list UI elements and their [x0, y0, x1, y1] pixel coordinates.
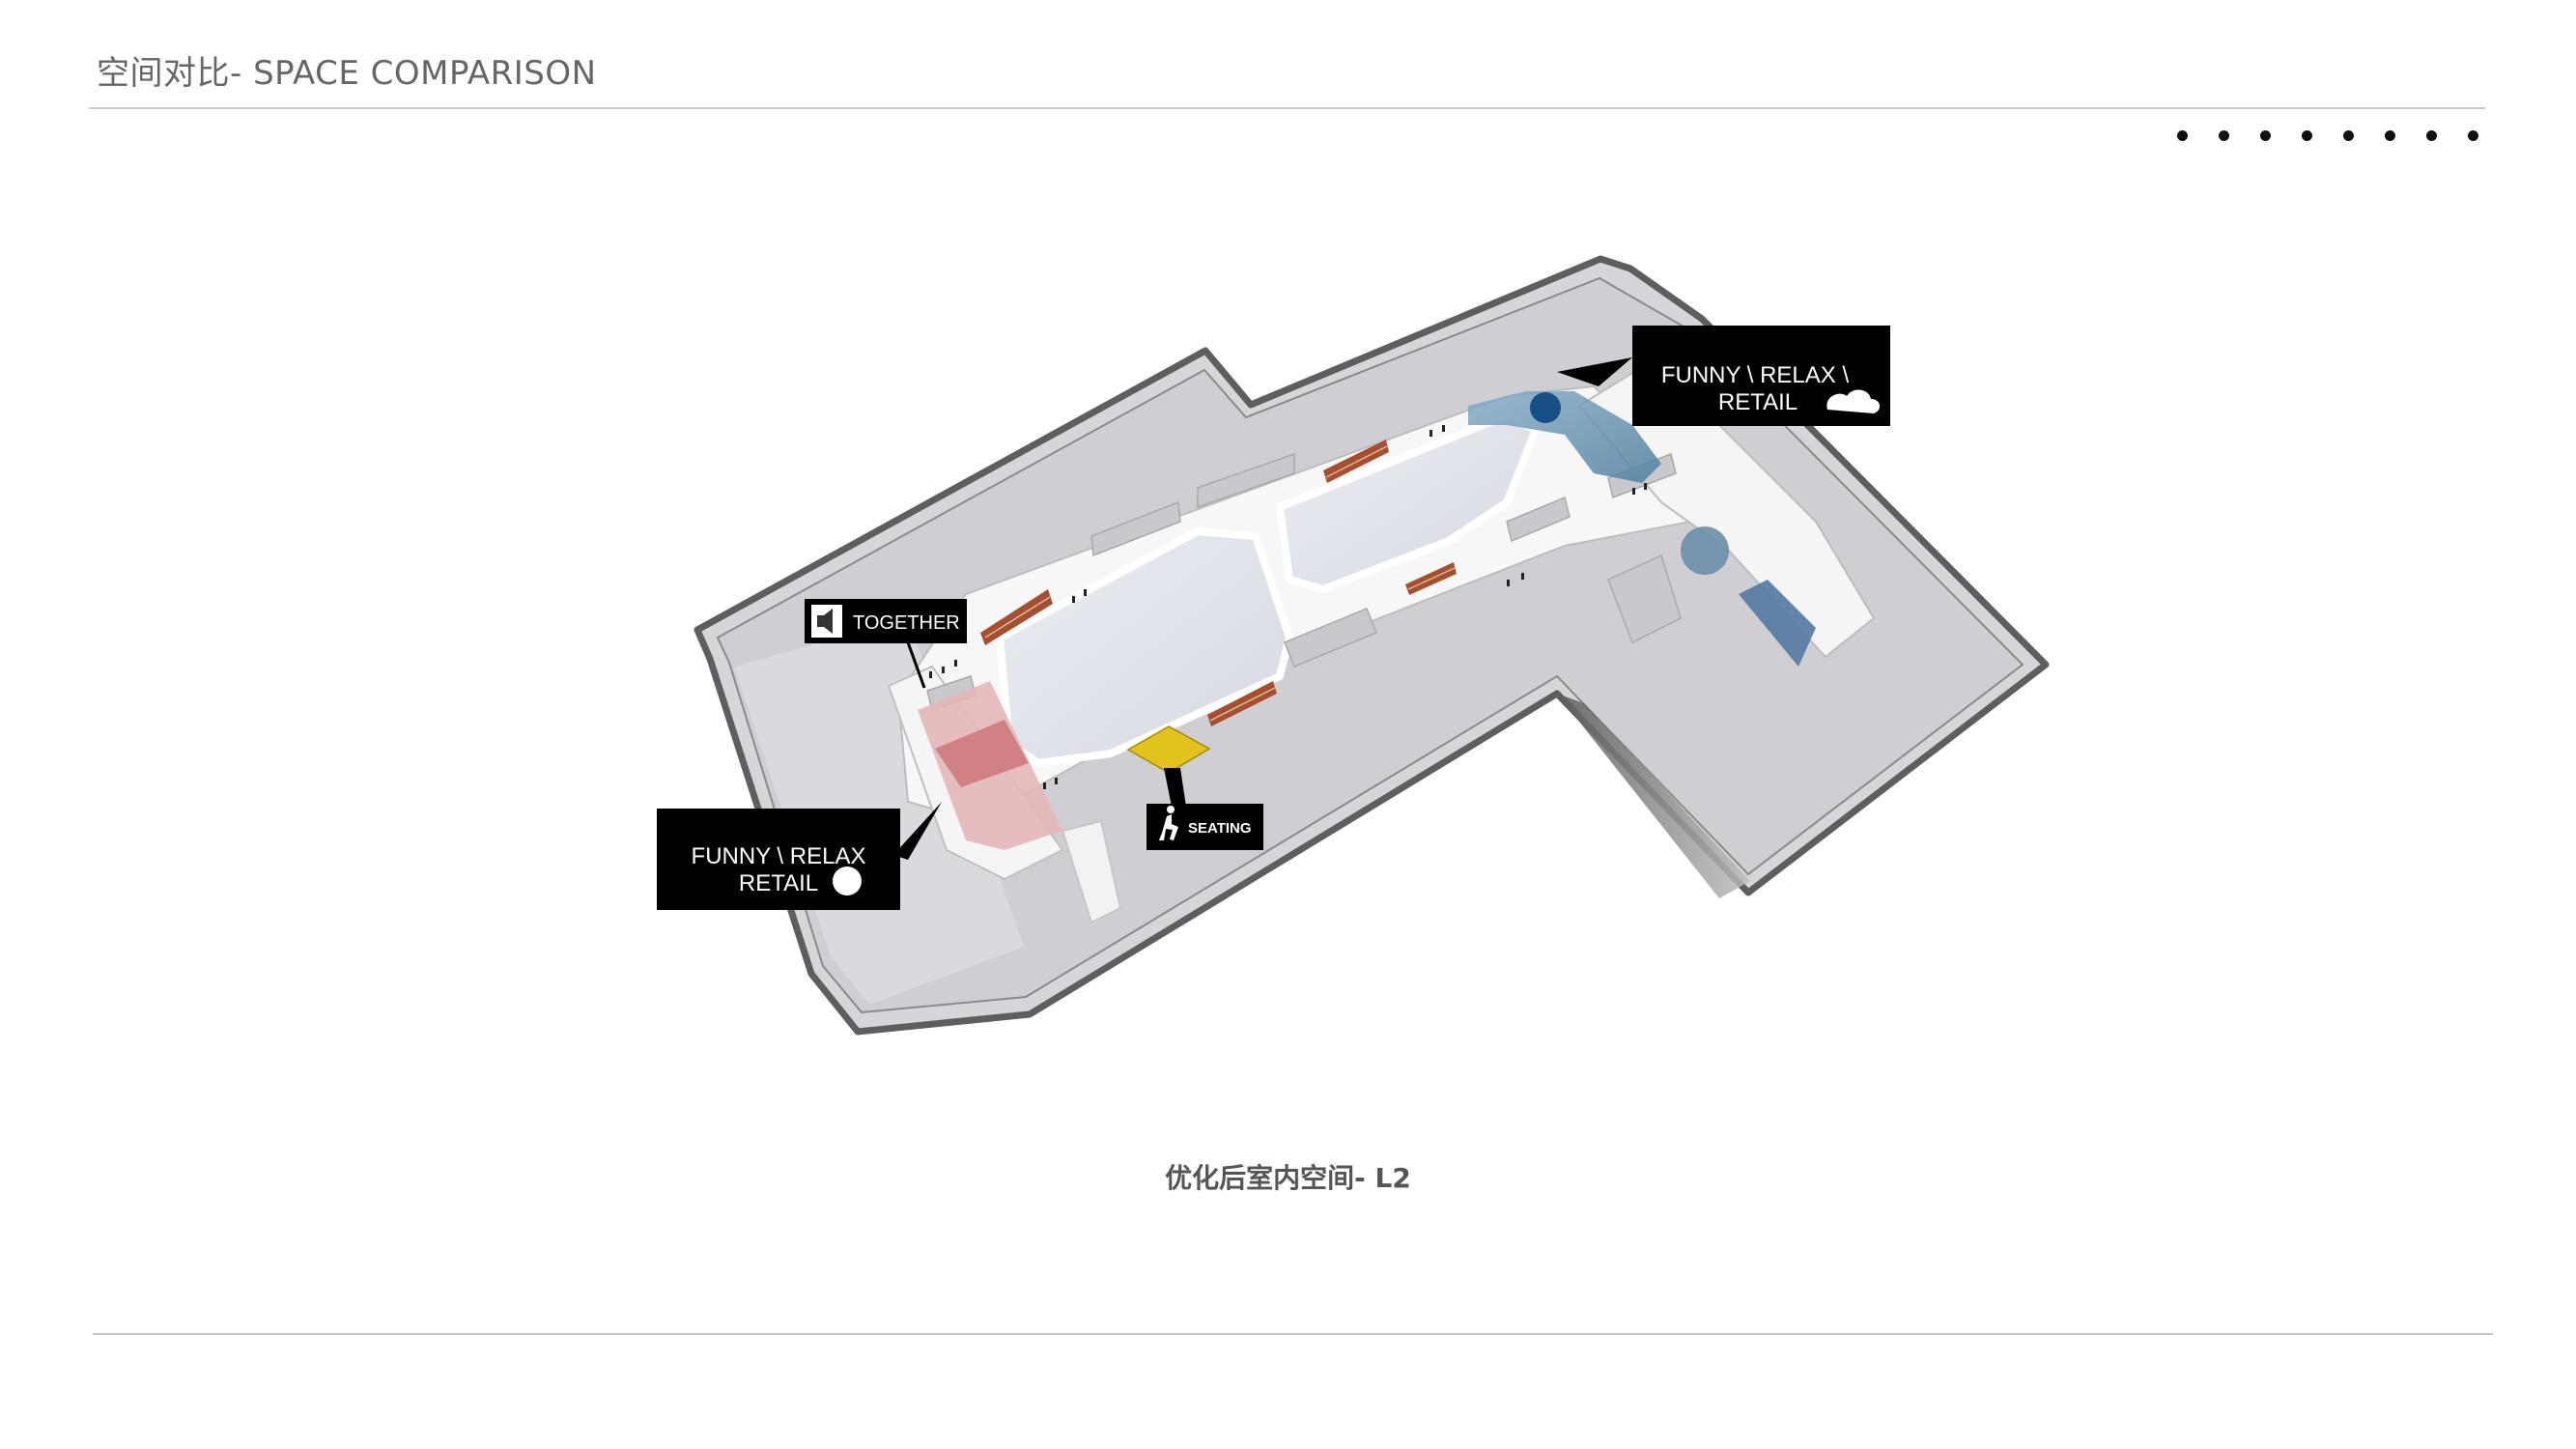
pink-leisure-zone: [918, 681, 1062, 850]
together-label: TOGETHER: [853, 612, 960, 634]
bottom-divider: [93, 1333, 2493, 1335]
speaker-icon: [817, 609, 833, 634]
page-title: 空间对比- SPACE COMPARISON: [97, 54, 597, 93]
callout-funny-top: FUNNY \ RELAX \ RETAIL: [1557, 326, 1890, 426]
page-dot[interactable]: [2385, 130, 2395, 141]
page-dot[interactable]: [2260, 130, 2271, 141]
seating-label: SEATING: [1188, 820, 1252, 837]
callout-together: TOGETHER: [805, 599, 967, 689]
page-dot[interactable]: [2426, 130, 2437, 141]
funny-left-line2: RETAIL: [739, 870, 818, 896]
page-dot[interactable]: [2219, 130, 2229, 141]
page-dot[interactable]: [2343, 130, 2354, 141]
callout-seating: SEATING: [1146, 768, 1263, 850]
callout-funny-left: FUNNY \ RELAX RETAIL: [657, 802, 942, 910]
cloud-icon: [1826, 389, 1881, 413]
page-dot[interactable]: [2177, 130, 2188, 141]
escalators: [980, 440, 1457, 726]
page-indicator: [2177, 130, 2478, 141]
funny-top-line1: FUNNY \ RELAX \: [1661, 362, 1850, 388]
diagram-caption: 优化后室内空间- L2: [1165, 1162, 1411, 1194]
seated-person-icon: [1159, 814, 1178, 840]
page-dot[interactable]: [2468, 130, 2478, 141]
funny-left-line1: FUNNY \ RELAX: [692, 843, 866, 869]
people-figures: [929, 425, 1647, 789]
smile-icon: [833, 867, 862, 895]
page-dot[interactable]: [2302, 130, 2312, 141]
top-divider: [89, 107, 2485, 109]
funny-top-line2: RETAIL: [1718, 389, 1798, 415]
yellow-seating-zone: [1126, 725, 1211, 774]
blue-leisure-zone: [1468, 391, 1816, 667]
